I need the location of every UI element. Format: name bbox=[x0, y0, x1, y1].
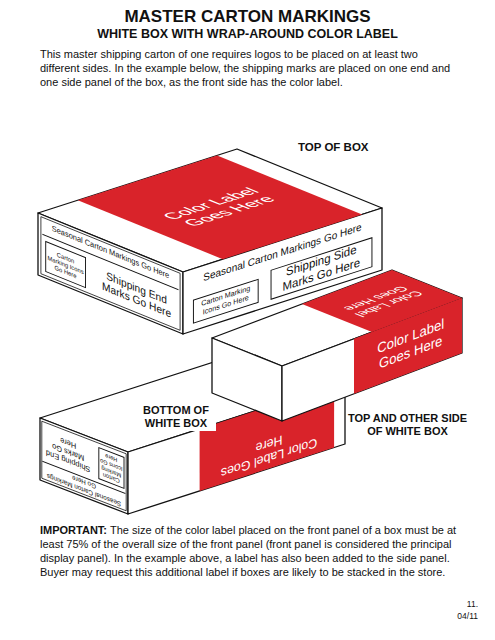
end-panel-frame bbox=[42, 421, 126, 511]
note-heading: IMPORTANT: bbox=[40, 524, 107, 536]
revision-date: 04/11 bbox=[400, 611, 478, 621]
end-panel-frame bbox=[41, 217, 180, 331]
box-face bbox=[212, 338, 282, 421]
view-label: BOTTOM OF WHITE BOX bbox=[136, 403, 216, 431]
title: MASTER CARTON MARKINGS bbox=[20, 7, 475, 27]
intro-text: This master shipping carton of one requi… bbox=[40, 47, 460, 89]
view-label: TOP AND OTHER SIDE OF WHITE BOX bbox=[345, 412, 470, 438]
view-label: TOP OF BOX bbox=[298, 141, 408, 155]
subtitle: WHITE BOX WITH WRAP-AROUND COLOR LABEL bbox=[20, 27, 475, 42]
page-number: 11. bbox=[400, 599, 478, 609]
box-face bbox=[40, 418, 128, 514]
important-note: IMPORTANT:The size of the color label pl… bbox=[40, 523, 460, 579]
